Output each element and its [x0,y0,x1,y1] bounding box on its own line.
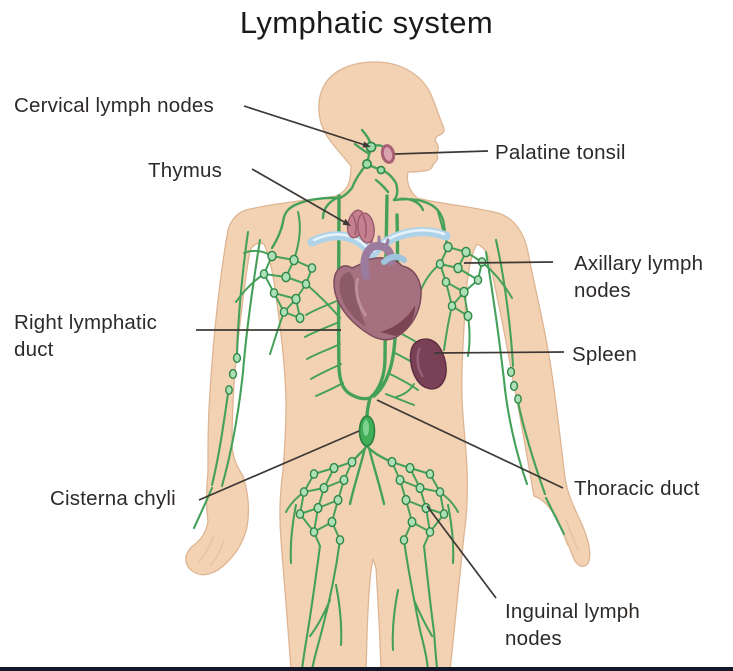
heart-organ [333,235,422,341]
leader-line-axillary [463,261,554,264]
footer-bar [0,667,733,671]
leader-arrow-cervical [362,141,371,148]
aorta-graphic [360,241,396,280]
label-palatine-tonsil: Palatine tonsil [495,141,626,164]
leader-line-thymus [251,168,347,224]
body-silhouette [185,61,591,671]
label-thymus: Thymus [148,159,223,182]
leader-line-thoracic [376,399,564,489]
label-cervical-lymph-nodes: Cervical lymph nodes [14,94,214,117]
page-title: Lymphatic system [239,5,494,40]
leader-line-inguinal [426,505,497,599]
left-hand-finger-lines [197,534,225,567]
lymph-vessel-network [192,128,566,671]
spleen-organ [409,338,447,390]
leader-lines [196,105,565,599]
label-cisterna-chyli: Cisterna chyli [50,487,176,510]
leader-line-tonsil [394,150,489,155]
label-spleen: Spleen [572,343,638,366]
label-inguinal-lymph-nodes: Inguinal lymph nodes [505,600,640,651]
label-thoracic-duct: Thoracic duct [574,477,700,500]
lymph-node-dots [225,241,522,545]
leader-arrow-thymus [342,218,351,226]
leader-line-cisterna [198,430,360,501]
palatine-tonsil-organ [380,144,396,164]
thymus-organ [346,209,375,244]
leader-line-cervical [243,105,369,147]
label-right-lymphatic-duct: Right lymphatic duct [14,311,158,362]
label-axillary-lymph-nodes: Axillary lymph nodes [574,252,704,303]
leader-line-spleen [433,351,565,354]
cisterna-chyli-organ [358,415,376,447]
